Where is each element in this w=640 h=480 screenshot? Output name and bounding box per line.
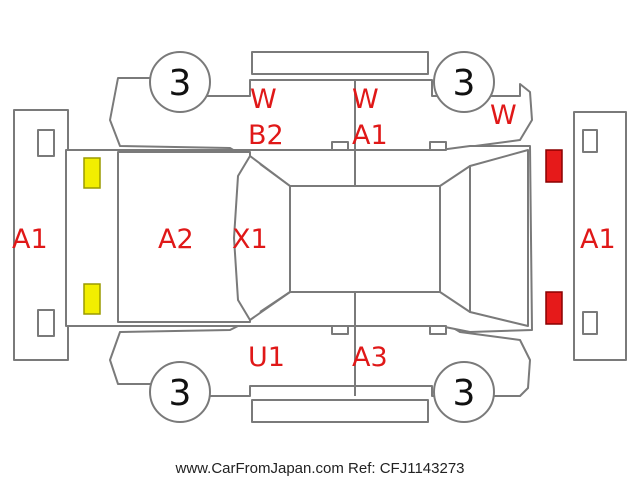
wheel-code: 3 bbox=[453, 373, 476, 414]
wheel-code: 3 bbox=[169, 373, 192, 414]
code-roof-rear-w: W bbox=[352, 84, 379, 115]
wheel-code: 3 bbox=[169, 63, 192, 104]
code-hood: A2 bbox=[158, 224, 194, 255]
wheel-front-bottom: 3 bbox=[149, 361, 211, 423]
wheel-code: 3 bbox=[453, 63, 476, 104]
tailgate bbox=[469, 149, 529, 327]
code-roof-rear-a1: A1 bbox=[352, 120, 388, 151]
code-rear-bumper: A1 bbox=[580, 224, 616, 255]
wheel-rear-top: 3 bbox=[433, 51, 495, 113]
code-windshield: X1 bbox=[232, 224, 268, 255]
taillight-right-marker bbox=[545, 291, 563, 325]
front-bumper bbox=[13, 109, 69, 361]
code-lower-front: U1 bbox=[248, 342, 285, 373]
roof-panel bbox=[289, 185, 441, 293]
taillight-left-marker bbox=[545, 149, 563, 183]
code-roof-front-w: W bbox=[250, 84, 277, 115]
side-body-top bbox=[109, 77, 533, 161]
code-front-bumper: A1 bbox=[12, 224, 48, 255]
roof-strip-bottom bbox=[251, 399, 429, 423]
code-lower-rear: A3 bbox=[352, 342, 388, 373]
code-roof-front-b2: B2 bbox=[248, 120, 284, 151]
roof-strip-top bbox=[251, 51, 429, 75]
wheel-rear-bottom: 3 bbox=[433, 361, 495, 423]
rear-window bbox=[439, 165, 471, 313]
headlight-right-marker bbox=[83, 283, 101, 315]
headlight-left-marker bbox=[83, 157, 101, 189]
wheel-front-top: 3 bbox=[149, 51, 211, 113]
footer-reference: www.CarFromJapan.com Ref: CFJ1143273 bbox=[175, 460, 465, 477]
code-rear-corner-w: W bbox=[490, 100, 517, 131]
rear-bumper bbox=[573, 111, 627, 361]
